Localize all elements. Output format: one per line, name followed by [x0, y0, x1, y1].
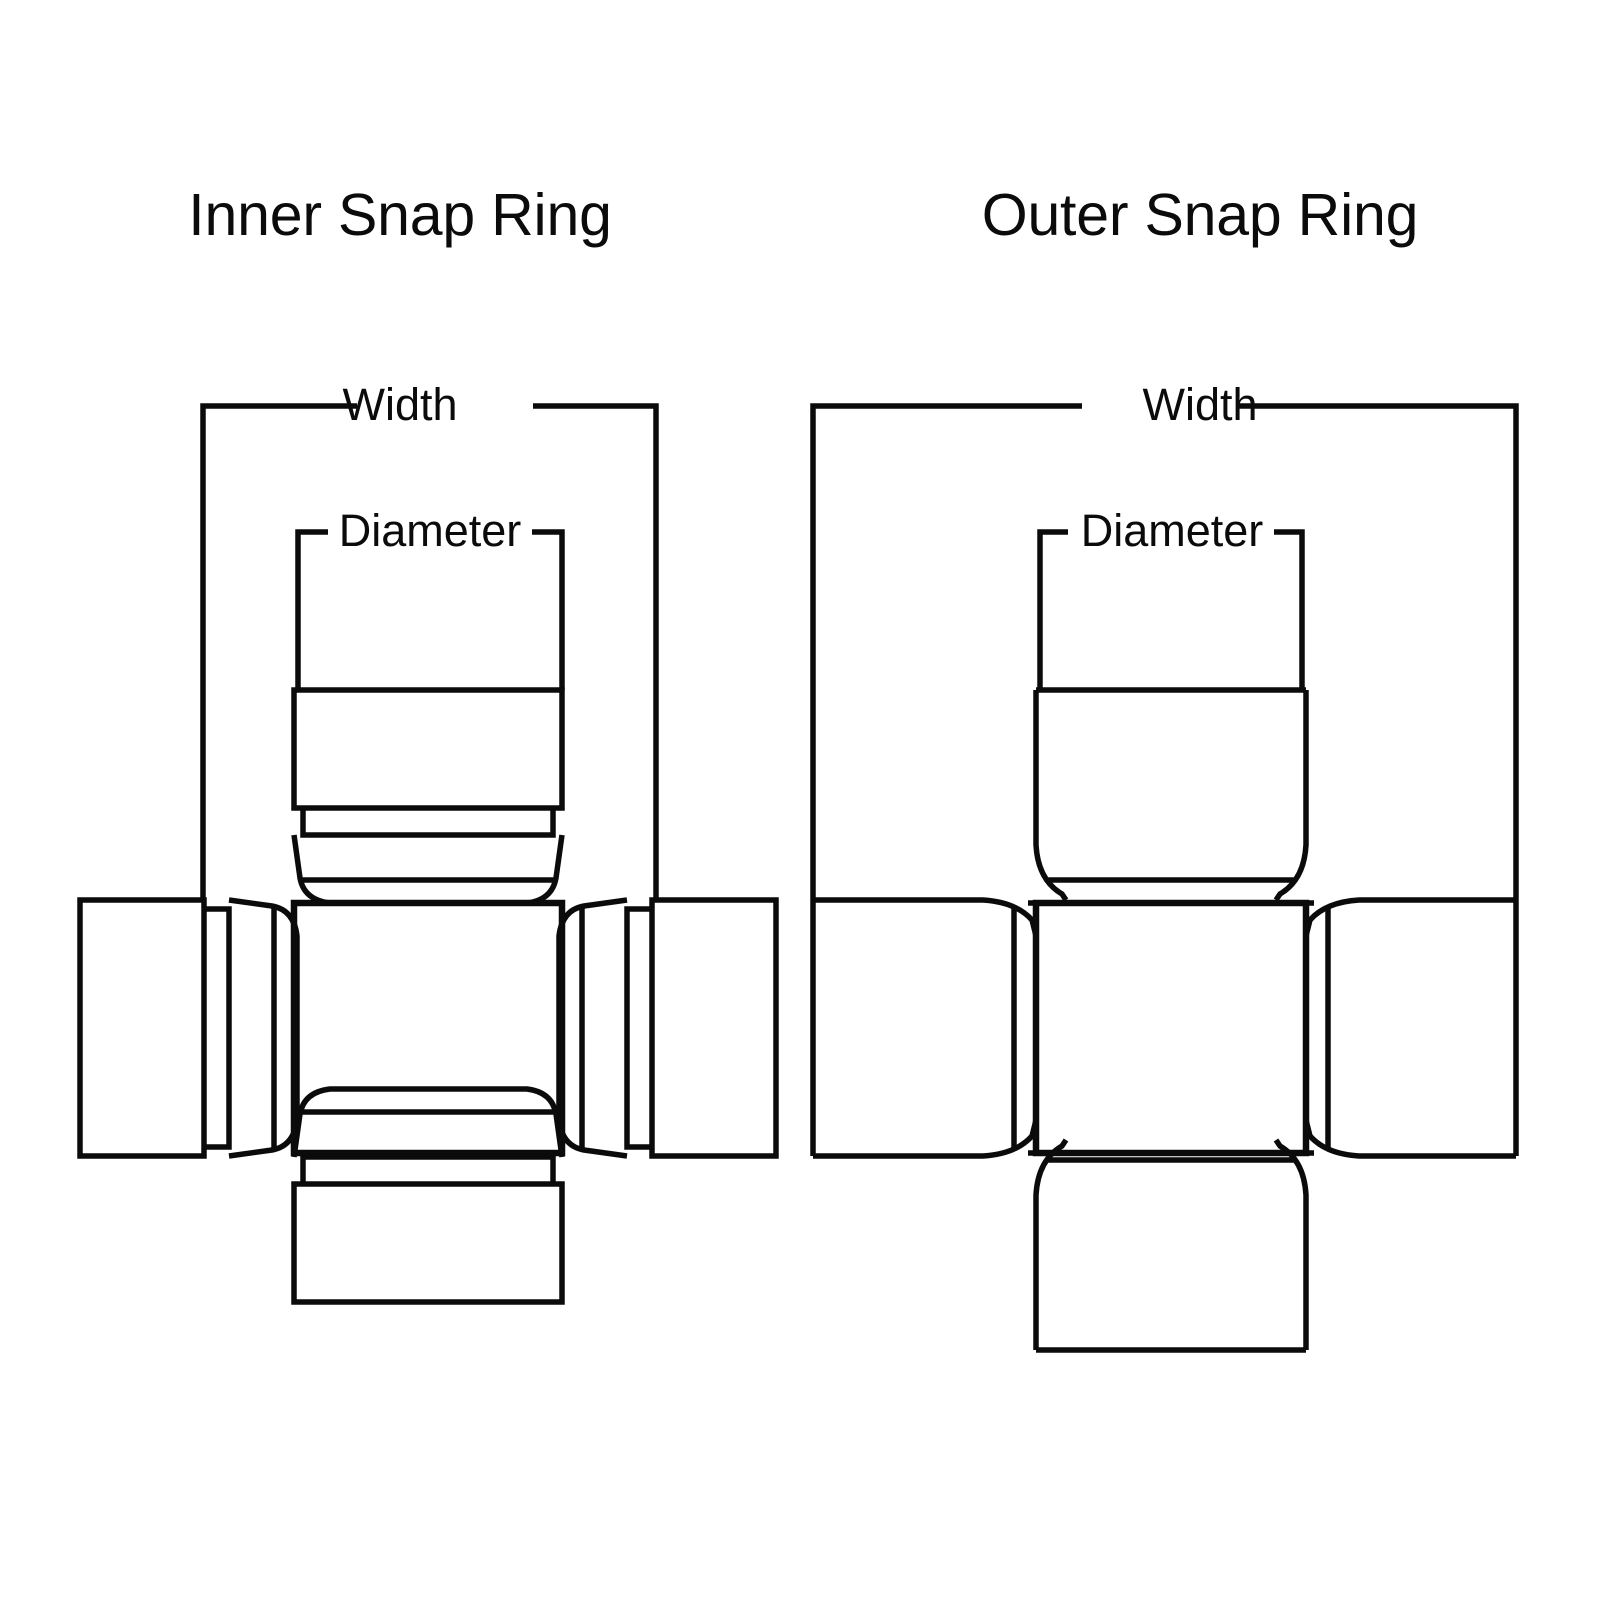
outer-diameter-bracket	[1037, 529, 1305, 690]
inner-diameter-bracket	[295, 529, 565, 690]
outer-snap-ring-drawing	[810, 403, 1519, 1353]
inner-center-hub	[290, 899, 566, 1157]
inner-top-cap-body	[291, 687, 565, 811]
inner-left-shoulder-taper	[228, 897, 300, 1159]
outer-width-bracket	[810, 403, 1519, 900]
inner-bottom-groove-band	[300, 1154, 556, 1184]
outer-right-cap-bottom-edge	[1303, 1119, 1516, 1159]
inner-right-groove-band	[624, 906, 652, 1150]
outer-top-cap-left-wall	[1033, 690, 1069, 902]
inner-left-cap-body	[77, 897, 207, 1159]
inner-right-cap-body	[649, 897, 779, 1159]
outer-bottom-cap-right-wall	[1273, 1138, 1309, 1350]
outer-bottom-cap-left-wall	[1033, 1138, 1069, 1350]
inner-snap-ring-diagram: Inner Snap Ring Width Diameter	[77, 182, 779, 1305]
inner-top-shoulder-taper	[291, 834, 565, 906]
inner-top-groove-band	[300, 808, 556, 838]
inner-width-label: Width	[342, 379, 458, 430]
inner-right-shoulder-taper	[556, 897, 628, 1159]
inner-width-bracket	[200, 403, 659, 900]
outer-left-cap-bottom-edge	[813, 1119, 1039, 1159]
inner-left-groove-band	[204, 906, 232, 1150]
outer-snap-ring-diagram: Outer Snap Ring Width Diameter	[800, 0, 1600, 1600]
inner-snap-ring-title: Inner Snap Ring	[188, 182, 612, 248]
outer-top-cap-right-wall	[1273, 690, 1309, 902]
outer-left-cap-top-edge	[813, 897, 1039, 937]
inner-diameter-label: Diameter	[338, 505, 522, 556]
outer-diameter-label: Diameter	[1080, 505, 1264, 556]
inner-snap-ring-drawing	[77, 403, 779, 1305]
inner-bottom-shoulder-taper	[291, 1086, 565, 1158]
outer-right-cap-top-edge	[1303, 897, 1516, 937]
outer-center-hub	[1032, 899, 1310, 1157]
inner-bottom-cap-body	[291, 1181, 565, 1305]
outer-snap-ring-title: Outer Snap Ring	[981, 182, 1419, 248]
